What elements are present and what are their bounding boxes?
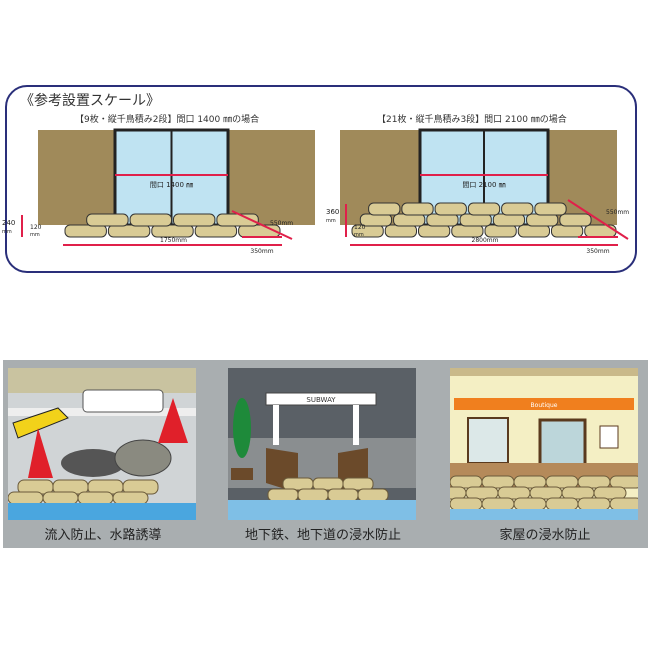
width-label: 1750mm	[160, 237, 187, 244]
sandbag	[173, 213, 216, 227]
reference-scale-panel	[5, 85, 637, 273]
sandbag	[368, 202, 401, 216]
height-label: 360	[326, 208, 339, 216]
caption-inflow: 流入防止、水路誘導	[44, 528, 162, 543]
sandbag	[107, 224, 151, 238]
width-label: 2800mm	[472, 237, 499, 244]
sandbag	[129, 213, 173, 227]
sandbag	[534, 202, 567, 216]
sandbag	[64, 224, 107, 238]
depth-dimension	[567, 199, 629, 240]
depth-dimension	[231, 210, 293, 240]
sandbag	[584, 224, 617, 238]
sandbags	[8, 479, 159, 505]
panel-inflow-prevention	[8, 368, 196, 520]
sandbag	[492, 213, 526, 227]
bag-height-unit: mm	[354, 232, 364, 238]
sandbag	[526, 213, 559, 227]
subway-sign: SUBWAY	[306, 396, 336, 404]
bag-width-label: 350mm	[250, 248, 273, 255]
caption-subway: 地下鉄、地下道の浸水防止	[244, 528, 401, 543]
sandbag	[467, 202, 501, 216]
boutique-sign: Boutique	[531, 402, 558, 409]
sandbag	[517, 224, 550, 238]
depth-label: 550mm	[606, 209, 629, 216]
bag-height-label: 120	[354, 224, 366, 231]
height-label: 240	[2, 219, 15, 227]
left-subtitle: 【9枚・縦千鳥積み2段】間口 1400 ㎜の場合	[75, 115, 260, 125]
scale-title: 《参考設置スケール》	[20, 93, 160, 109]
opening-label: 間口 2100 ㎜	[462, 181, 505, 189]
height-unit: mm	[326, 218, 336, 224]
sandbag	[501, 202, 534, 216]
panel-house: Boutique	[450, 368, 638, 520]
bag-width-label: 350mm	[586, 248, 609, 255]
sandbag	[426, 213, 459, 227]
sandbag	[86, 213, 129, 227]
bag-height-label: 120	[30, 224, 42, 231]
sandbag	[194, 224, 238, 238]
sandbag	[393, 213, 426, 227]
sandbag	[484, 224, 517, 238]
sandbag	[434, 202, 467, 216]
sandbag	[451, 224, 484, 238]
sandbag	[384, 224, 417, 238]
panel-subway: SUBWAY	[228, 368, 416, 520]
sandbag	[559, 213, 592, 227]
right-subtitle: 【21枚・縦千鳥積み3段】間口 2100 ㎜の場合	[377, 115, 567, 125]
height-unit: mm	[2, 229, 12, 235]
usage-examples: 流入防止、水路誘導 SUBWAY 地下鉄、地下道の浸水防止 Boutique 家…	[3, 360, 648, 548]
sandbag	[401, 202, 434, 216]
sandbag	[418, 224, 451, 238]
depth-label: 550mm	[270, 220, 293, 227]
bag-height-unit: mm	[30, 232, 40, 238]
caption-house: 家屋の浸水防止	[499, 528, 591, 543]
sandbag	[459, 213, 492, 227]
sandbag	[551, 224, 584, 238]
sandbag	[151, 224, 194, 238]
opening-label: 間口 1400 ㎜	[150, 181, 193, 189]
